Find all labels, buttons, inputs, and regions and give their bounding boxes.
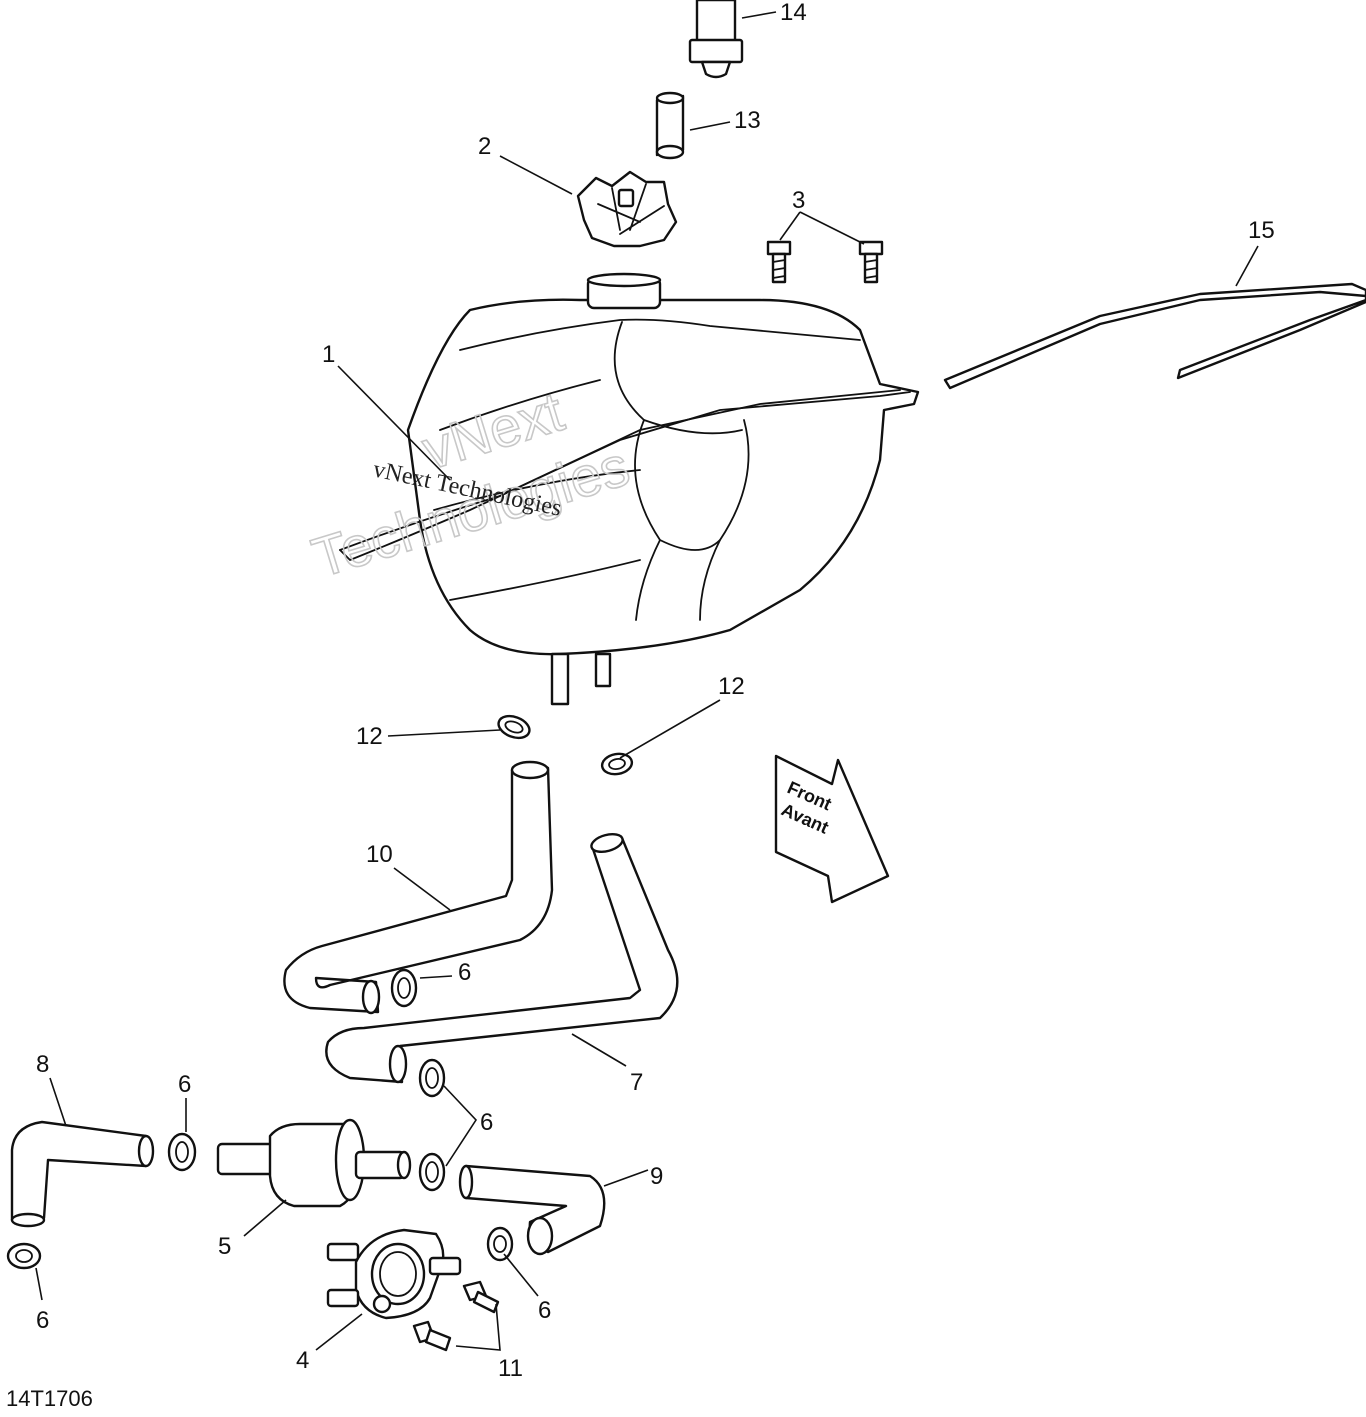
- part-6-clamp-f: [486, 1226, 514, 1262]
- part-6-clamp-e: [6, 1242, 42, 1270]
- part-6-clamp-b: [418, 1058, 446, 1098]
- part-5-fuel-filter: [216, 1118, 412, 1208]
- screw-11b: [412, 1320, 452, 1352]
- part-6-clamp-c: [167, 1132, 197, 1172]
- callout-6-left: 6: [178, 1071, 191, 1098]
- callout-14: 14: [780, 0, 807, 26]
- callout-12-right: 12: [718, 673, 745, 700]
- callout-5: 5: [218, 1233, 231, 1260]
- callout-4: 4: [296, 1347, 309, 1374]
- callout-6-bottom-left: 6: [36, 1307, 49, 1334]
- callout-6-bottom-right: 6: [538, 1297, 551, 1324]
- callout-15: 15: [1248, 217, 1275, 244]
- callout-9: 9: [650, 1163, 663, 1190]
- part-9-hose: [458, 1164, 606, 1256]
- part-10-hose: [283, 760, 554, 1015]
- screw-3b: [858, 240, 884, 284]
- part-6-clamp-d: [418, 1152, 446, 1192]
- callout-2: 2: [478, 133, 491, 160]
- callout-6-middle: 6: [480, 1109, 493, 1136]
- part-7-hose: [325, 833, 679, 1084]
- callout-11: 11: [498, 1355, 523, 1382]
- part-11-screws: [412, 1280, 500, 1352]
- callout-1: 1: [322, 341, 335, 368]
- front-direction-arrow: Front Avant: [774, 754, 890, 904]
- part-6-clamp-a: [390, 968, 418, 1008]
- callout-7: 7: [630, 1069, 643, 1096]
- callout-10: 10: [366, 841, 393, 868]
- part-2-fuel-cap: [576, 170, 678, 248]
- part-12-clamp-b: [600, 752, 634, 776]
- part-1-fuel-tank: [339, 272, 920, 706]
- part-14-fitting: [688, 0, 744, 79]
- callout-6-upper: 6: [458, 959, 471, 986]
- callout-3: 3: [792, 187, 805, 214]
- callout-12-left: 12: [356, 723, 383, 750]
- part-12-clamp-a: [497, 714, 531, 740]
- callouts: 14 13 2 3 15 1 12 12 10 6 7 8 6 6 9 5 6 …: [36, 0, 1275, 1382]
- part-3-screws: [766, 240, 884, 284]
- figure-code: 14T1706: [6, 1386, 93, 1411]
- screw-3a: [766, 240, 792, 284]
- part-4-valve-body: [326, 1228, 462, 1320]
- callout-13: 13: [734, 107, 761, 134]
- leader-lines: [35, 11, 1259, 1351]
- part-8-hose: [10, 1120, 155, 1228]
- part-15-strap: [943, 282, 1366, 390]
- part-13-hose: [655, 91, 685, 160]
- screw-11a: [462, 1280, 500, 1314]
- callout-8: 8: [36, 1051, 49, 1078]
